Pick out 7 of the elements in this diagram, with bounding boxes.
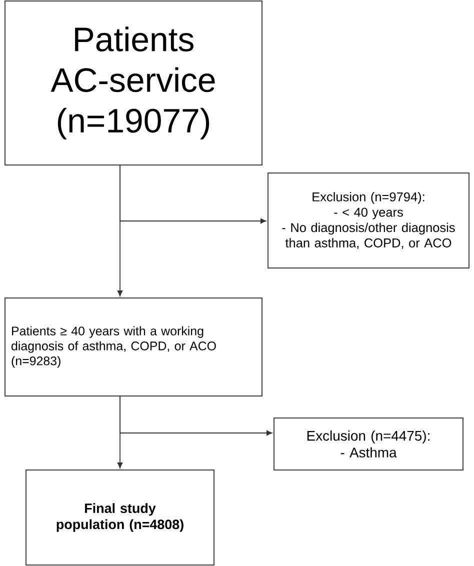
arrow	[120, 396, 272, 436]
arrow	[120, 165, 266, 224]
process-box: Patients ≥ 40 years with a working diagnosis of asthma, COPD, or ACO (n=9283)	[4, 298, 262, 396]
exclusion-box: Exclusion (n=9794): - < 40 years - No diagnosis/other diagnosis than asthma, COPD, or ACO	[268, 172, 470, 268]
result-box: Final study population (n=4808)	[26, 470, 214, 566]
exclusion-box: Exclusion (n=4475): - Asthma	[274, 418, 464, 470]
process-box: Patients AC-service (n=19077)	[4, 0, 262, 166]
